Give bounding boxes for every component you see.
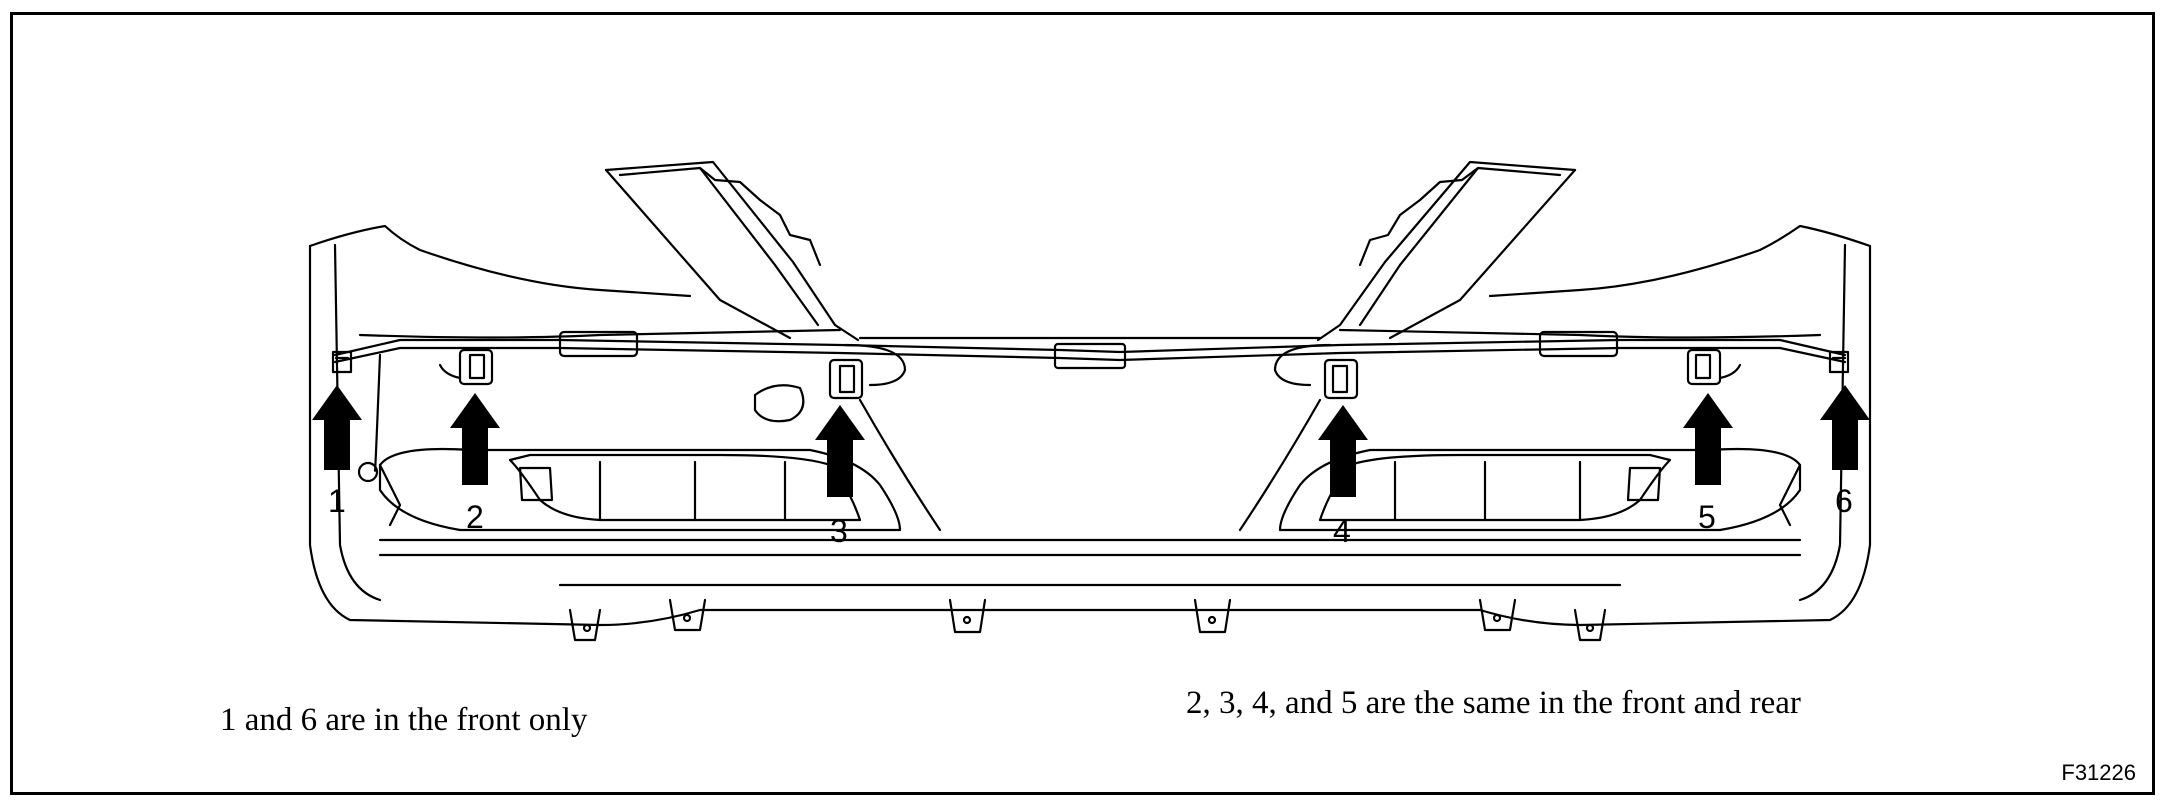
arrow-4 (1318, 405, 1368, 497)
callout-4: 4 (1333, 513, 1351, 549)
sensor-4 (1323, 358, 1359, 400)
callout-6: 6 (1835, 483, 1853, 519)
arrow-1 (312, 385, 362, 470)
callout-5: 5 (1698, 499, 1716, 535)
arrow-3 (815, 405, 865, 497)
caption-front-and-rear: 2, 3, 4, and 5 are the same in the front… (1186, 685, 1801, 721)
callout-1: 1 (328, 483, 346, 519)
arrow-5 (1683, 393, 1733, 485)
sensor-2 (438, 348, 494, 386)
sensor-1 (331, 350, 353, 374)
callout-3: 3 (830, 513, 848, 549)
sensor-6 (1828, 350, 1850, 374)
arrow-2 (450, 393, 500, 485)
figure-frame (10, 12, 2155, 795)
left-upper-extension (604, 160, 860, 342)
arrow-6 (1820, 385, 1870, 470)
washer-cover (753, 384, 805, 423)
right-grille (1238, 398, 1802, 532)
wire-harness (333, 330, 1847, 483)
sensor-3 (828, 358, 864, 400)
figure-id: F31226 (2061, 760, 2136, 785)
right-upper-extension (1316, 160, 1577, 342)
left-grille (378, 398, 942, 532)
caption-front-only: 1 and 6 are in the front only (220, 702, 588, 738)
mounting-tabs (568, 598, 1607, 642)
sensor-5 (1686, 348, 1742, 386)
callout-2: 2 (466, 499, 484, 535)
bumper-outline (308, 224, 1872, 627)
